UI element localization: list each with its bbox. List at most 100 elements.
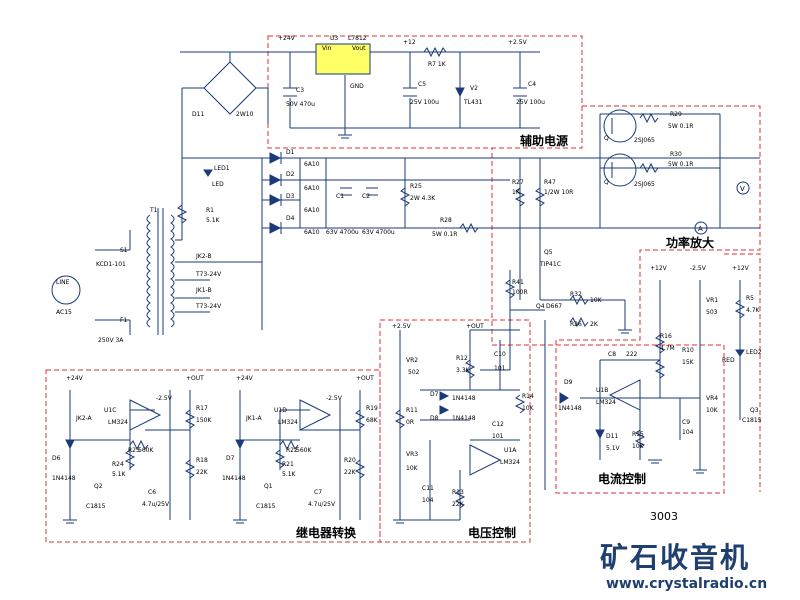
svg-text:D667: D667	[546, 303, 562, 310]
svg-text:R28: R28	[440, 217, 452, 224]
svg-text:104: 104	[682, 429, 694, 436]
svg-text:25V 100u: 25V 100u	[410, 99, 439, 106]
svg-text:R16: R16	[660, 333, 672, 340]
rail-12: +12	[403, 39, 416, 46]
svg-text:6A10: 6A10	[304, 185, 320, 192]
svg-text:D11: D11	[606, 433, 618, 440]
svg-text:F1: F1	[120, 317, 127, 324]
u3-part: L7812	[348, 35, 367, 42]
svg-text:C2: C2	[362, 193, 370, 200]
svg-text:100R: 100R	[512, 289, 528, 296]
svg-text:+2.5V: +2.5V	[392, 323, 412, 330]
svg-text:1N4148: 1N4148	[452, 395, 476, 402]
svg-text:D7: D7	[430, 391, 439, 398]
svg-text:LED1: LED1	[214, 165, 230, 172]
svg-text:VR4: VR4	[706, 395, 718, 402]
svg-text:+12V: +12V	[732, 265, 750, 272]
svg-text:2K: 2K	[590, 321, 599, 328]
u3-gnd: GND	[350, 83, 364, 90]
svg-text:68K: 68K	[366, 417, 379, 424]
svg-text:R26: R26	[570, 321, 582, 328]
svg-text:4.7u/25V: 4.7u/25V	[142, 501, 170, 508]
u3-vout: Vout	[352, 45, 366, 52]
svg-text:C1: C1	[336, 193, 344, 200]
svg-text:R1: R1	[206, 207, 214, 214]
svg-text:10K: 10K	[522, 405, 535, 412]
svg-text:TL431: TL431	[463, 99, 483, 106]
wires	[69, 51, 760, 521]
svg-text:AC15: AC15	[56, 309, 72, 316]
svg-text:LM324: LM324	[278, 419, 298, 426]
svg-text:4.7M: 4.7M	[660, 345, 675, 352]
components	[51, 43, 750, 524]
u3-vin: Vin	[322, 45, 332, 52]
svg-text:R29: R29	[670, 111, 682, 118]
ground-symbols	[63, 134, 707, 524]
svg-text:1N4148: 1N4148	[52, 475, 76, 482]
svg-text:JK1-B: JK1-B	[195, 287, 212, 294]
svg-text:R12: R12	[456, 355, 468, 362]
svg-text:D1: D1	[286, 149, 295, 156]
frame-voltage	[379, 319, 531, 543]
svg-text:C1815: C1815	[86, 503, 106, 510]
svg-text:5.1K: 5.1K	[206, 217, 221, 224]
svg-text:R41: R41	[512, 279, 524, 286]
component-labels: Vin Vout U3 L7812 GND +24V +12 +2.5V C3 …	[52, 35, 762, 510]
svg-text:C7: C7	[314, 489, 322, 496]
frame-current	[555, 344, 725, 494]
svg-text:Q5: Q5	[544, 249, 553, 256]
svg-text:LM324: LM324	[108, 419, 128, 426]
svg-text:KCD1-101: KCD1-101	[96, 261, 126, 268]
svg-text:+24V: +24V	[236, 375, 254, 382]
svg-text:2SJ065: 2SJ065	[634, 181, 655, 188]
svg-text:5.1K: 5.1K	[282, 471, 297, 478]
svg-text:2SJ065: 2SJ065	[634, 137, 655, 144]
svg-text:503: 503	[706, 309, 718, 316]
svg-text:D4: D4	[286, 215, 295, 222]
svg-text:R30: R30	[670, 151, 682, 158]
meter-a: A	[698, 225, 703, 233]
svg-text:JK1-A: JK1-A	[245, 415, 263, 422]
svg-text:1/2W 10R: 1/2W 10R	[544, 189, 573, 196]
rail-25: +2.5V	[508, 39, 528, 46]
svg-text:3.3K: 3.3K	[456, 367, 471, 374]
svg-text:2W10: 2W10	[236, 111, 254, 118]
svg-text:C1815: C1815	[742, 417, 762, 424]
svg-text:5.1K: 5.1K	[112, 471, 127, 478]
svg-text:1N4148: 1N4148	[452, 415, 476, 422]
svg-text:10K: 10K	[406, 465, 419, 472]
svg-text:R24: R24	[112, 461, 124, 468]
svg-text:R47: R47	[544, 179, 556, 186]
section-frames	[45, 35, 761, 543]
svg-text:C1815: C1815	[256, 503, 276, 510]
svg-text:104: 104	[422, 497, 434, 504]
svg-text:U1D: U1D	[274, 407, 287, 414]
resistors	[124, 46, 746, 509]
svg-text:22K: 22K	[196, 469, 209, 476]
svg-text:R11: R11	[406, 407, 418, 414]
brand-name: 矿石收音机	[600, 541, 751, 574]
svg-text:T73-24V: T73-24V	[195, 271, 222, 278]
svg-text:R21: R21	[282, 461, 294, 468]
svg-text:C11: C11	[422, 485, 434, 492]
svg-text:VR1: VR1	[706, 297, 718, 304]
svg-text:D6: D6	[52, 455, 61, 462]
frame-right	[724, 253, 761, 492]
svg-text:C12: C12	[492, 421, 504, 428]
svg-text:R32: R32	[570, 291, 582, 298]
u3-label: U3	[330, 35, 338, 42]
svg-text:+12V: +12V	[650, 265, 668, 272]
op-amps	[129, 379, 641, 476]
svg-text:R22: R22	[286, 447, 298, 454]
svg-text:560K: 560K	[138, 447, 154, 454]
svg-text:VR2: VR2	[406, 357, 418, 364]
svg-text:U1A: U1A	[504, 447, 517, 454]
diodes	[65, 87, 745, 450]
meter-a-circle	[694, 221, 708, 235]
svg-text:-2.5V: -2.5V	[326, 395, 343, 402]
svg-text:R25: R25	[410, 183, 422, 190]
svg-text:+OUT: +OUT	[356, 375, 374, 382]
svg-text:25V 100u: 25V 100u	[516, 99, 545, 106]
svg-text:D2: D2	[286, 171, 295, 178]
svg-text:1N4148: 1N4148	[222, 475, 246, 482]
